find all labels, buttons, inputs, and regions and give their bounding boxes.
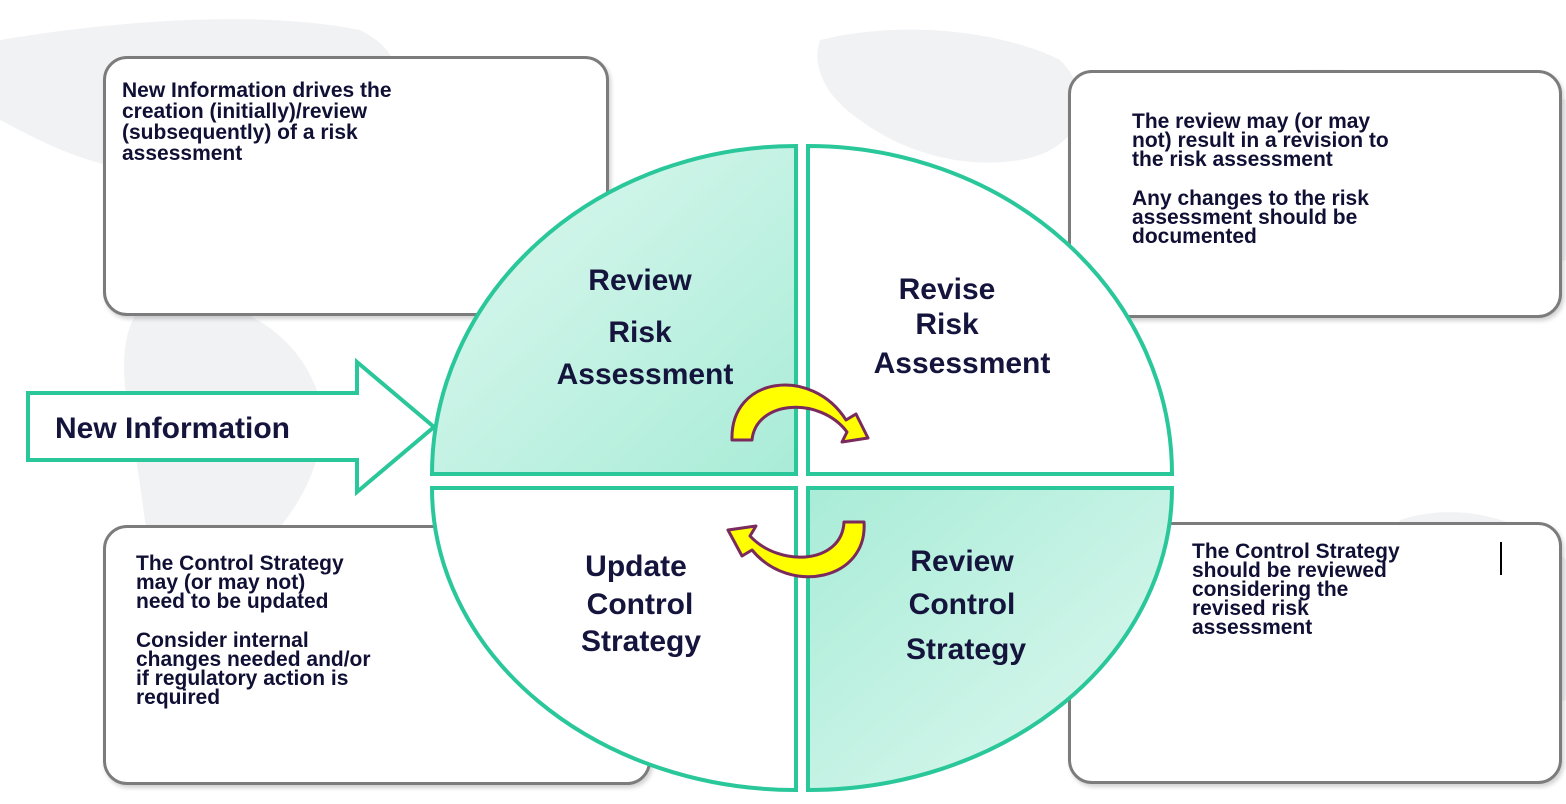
note-line: revised risk [1192, 597, 1309, 620]
cycle-arrow-top-icon [730, 383, 870, 444]
note-line: The Control Strategy [136, 552, 344, 575]
quadrant-label-line: Control [587, 588, 694, 621]
note-line: may (or may not) [136, 571, 306, 594]
cycle-arrow-bottom-icon [726, 520, 866, 579]
quadrant-label-line: Strategy [906, 633, 1026, 666]
note-line: need to be updated [136, 590, 329, 613]
note-line: if regulatory action is [136, 667, 349, 690]
note-line: assessment [122, 142, 243, 165]
quadrant-revise-risk [806, 143, 1175, 476]
note-update-control-text: The Control Strategy may (or may not) ne… [136, 552, 371, 709]
quadrant-label-line: Control [909, 588, 1016, 621]
note-line: The review may (or may [1132, 110, 1371, 133]
note-line: (subsequently) of a risk [122, 121, 358, 144]
note-line: Any changes to the risk [1132, 187, 1369, 210]
note-line: New Information drives the [122, 79, 392, 102]
text-cursor [1500, 542, 1502, 575]
quadrant-label-line: Review [588, 264, 692, 297]
note-revise-risk [1068, 70, 1562, 318]
note-line: The Control Strategy [1192, 540, 1400, 563]
new-information-label: New Information [55, 412, 290, 445]
note-line: not) result in a revision to [1132, 129, 1389, 152]
note-line: assessment should be [1132, 206, 1358, 229]
quadrant-label-line: Risk [915, 308, 979, 341]
note-line: creation (initially)/review [122, 100, 368, 123]
quadrant-label-line: Assessment [557, 358, 734, 391]
note-line: documented [1132, 225, 1257, 248]
quadrant-label-line: Review [910, 545, 1014, 578]
quadrant-label-line: Strategy [581, 625, 701, 658]
note-new-information-text: New Information drives the creation (ini… [122, 80, 392, 164]
quadrant-label-line: Risk [608, 316, 672, 349]
note-line: required [136, 686, 221, 709]
quadrant-label-line: Update [585, 550, 687, 583]
note-line: should be reviewed [1192, 559, 1387, 582]
note-line: assessment [1192, 616, 1313, 639]
quadrant-review-risk [429, 143, 798, 476]
quadrant-label-line: Assessment [874, 347, 1051, 380]
note-review-control-text: The Control Strategy should be reviewed … [1192, 540, 1400, 639]
quadrant-update-control [429, 486, 798, 793]
note-line: Consider internal [136, 629, 309, 652]
note-line: changes needed and/or [136, 648, 371, 671]
note-line: considering the [1192, 578, 1349, 601]
quadrant-label-line: Revise [899, 273, 996, 306]
quadrant-review-control [806, 486, 1175, 793]
note-revise-risk-text: The review may (or may not) result in a … [1132, 110, 1389, 248]
note-line: the risk assessment [1132, 148, 1333, 171]
new-information-arrow [26, 357, 438, 497]
